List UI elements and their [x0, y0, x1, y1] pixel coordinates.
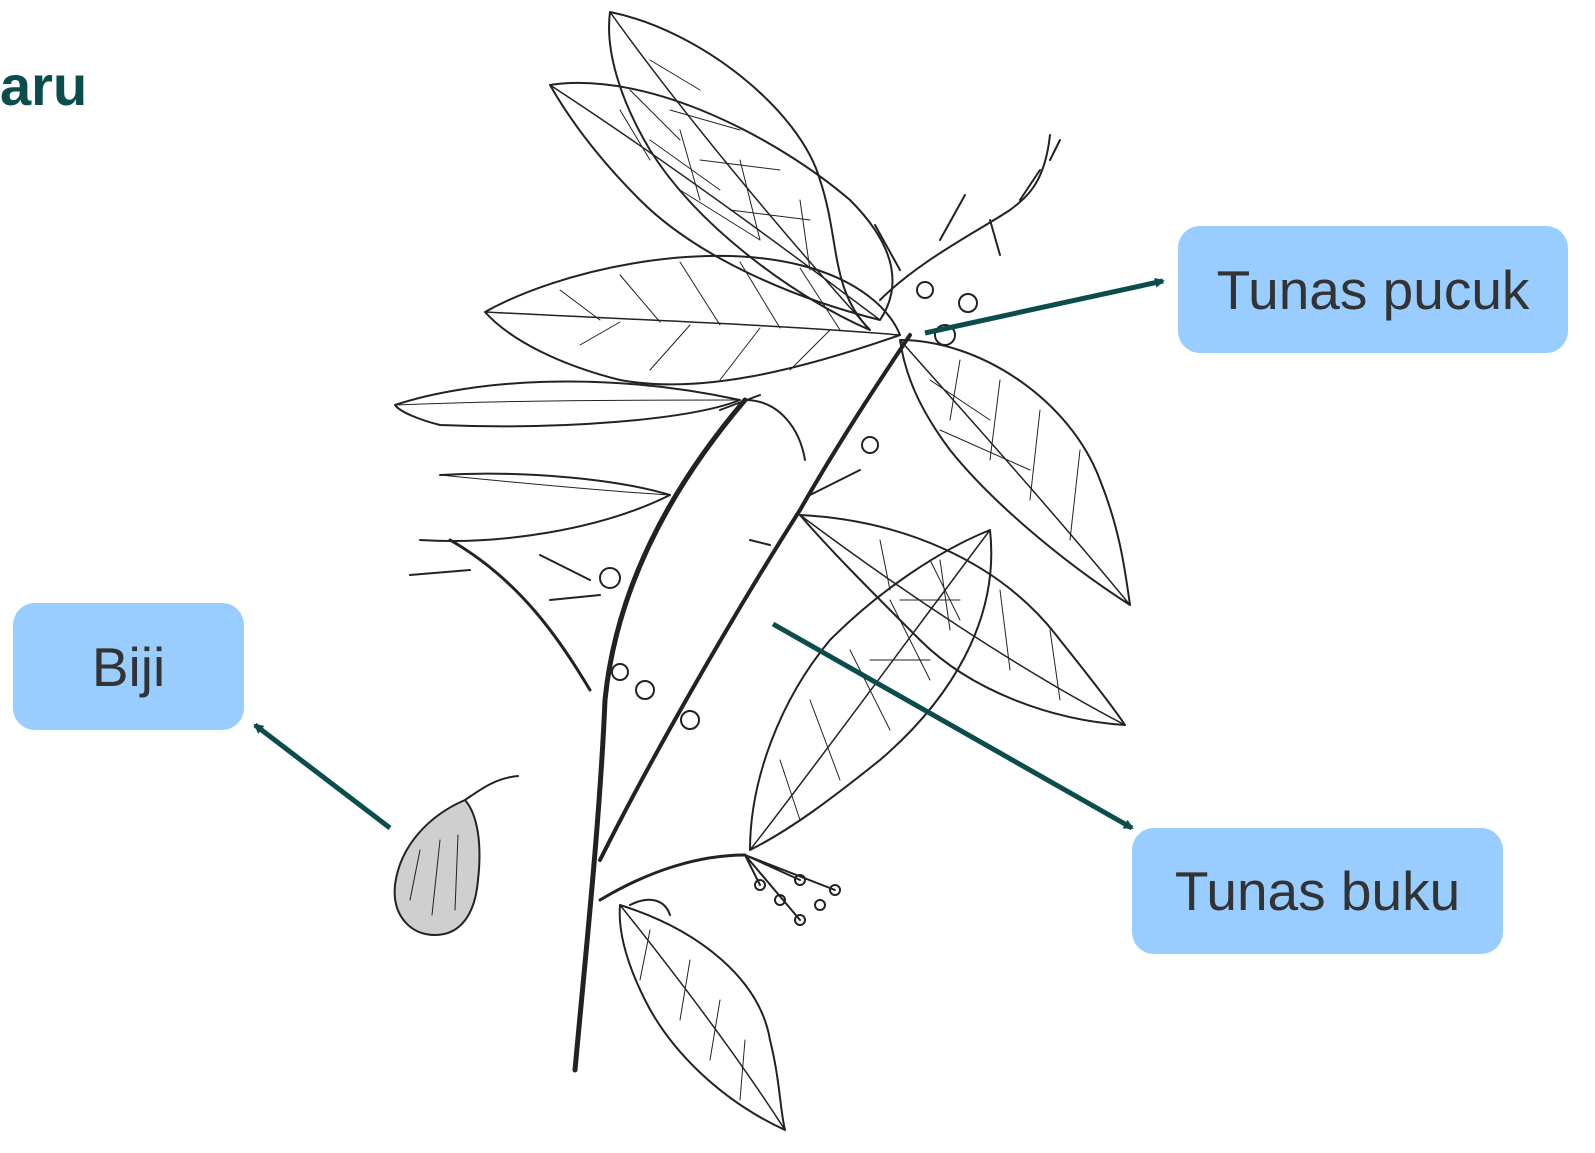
seed-illustration [395, 776, 518, 935]
leaf-middle-left [485, 256, 900, 385]
label-biji: Biji [13, 603, 244, 730]
leaf-right-upper [900, 340, 1130, 605]
arrow-tunas-buku [773, 624, 1132, 828]
plant-drawing [395, 12, 1130, 1130]
flower-cluster [745, 855, 840, 925]
leaf-right-lower [800, 515, 1125, 725]
label-tunas-buku: Tunas buku [1132, 828, 1503, 954]
arrow-biji [255, 725, 390, 828]
leaf-center [750, 530, 991, 850]
leaf-bottom [620, 905, 785, 1130]
leaf-upper-left [550, 83, 892, 320]
label-tunas-pucuk: Tunas pucuk [1178, 226, 1568, 353]
annotation-arrows [255, 281, 1163, 828]
leaf-top [609, 12, 870, 330]
